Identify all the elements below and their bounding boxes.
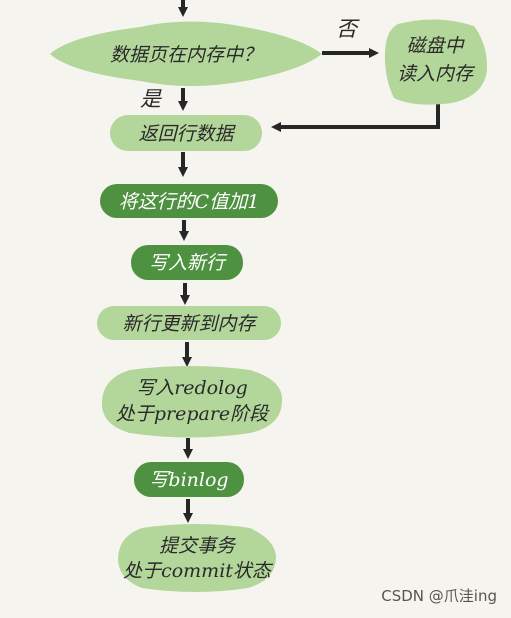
disk-read-label-line2: 读入内存 (397, 63, 476, 85)
disk-read-shape (384, 19, 488, 105)
write-binlog-label: 写binlog (149, 469, 228, 491)
watermark-text: CSDN @爪洼ing (381, 587, 497, 605)
commit-node: 提交事务 处于commit状态 (118, 524, 276, 592)
update-memory-label: 新行更新到内存 (122, 313, 258, 335)
write-binlog-shape (134, 462, 244, 497)
write-new-row-label: 写入新行 (149, 252, 228, 274)
decision-diamond-shape (50, 21, 322, 86)
connectors (178, 0, 440, 523)
write-redolog-label-line1: 写入redolog (136, 377, 248, 399)
edge-label-no: 否 (336, 17, 360, 41)
return-row-label: 返回行数据 (138, 123, 236, 145)
write-redolog-node: 写入redolog 处于prepare阶段 (101, 366, 283, 438)
disk-read-label-line1: 磁盘中 (406, 35, 465, 57)
return-row-shape (110, 115, 262, 151)
write-redolog-label-line2: 处于prepare阶段 (116, 403, 270, 425)
add-one-label: 将这行的C值加1 (119, 191, 260, 213)
write-new-row-node: 写入新行 (131, 245, 243, 280)
commit-label-line2: 处于commit状态 (123, 560, 274, 582)
write-binlog-node: 写binlog (134, 462, 244, 497)
update-memory-shape (97, 306, 281, 340)
write-redolog-shape (101, 366, 283, 438)
update-memory-node: 新行更新到内存 (97, 306, 281, 340)
decision-node: 数据页在内存中？ (50, 21, 322, 86)
add-one-shape (100, 184, 278, 218)
decision-label: 数据页在内存中？ (110, 44, 262, 66)
add-one-node: 将这行的C值加1 (100, 184, 278, 218)
return-row-node: 返回行数据 (110, 115, 262, 151)
disk-read-node: 磁盘中 读入内存 (384, 19, 488, 105)
edge-label-yes: 是 (140, 87, 162, 111)
write-new-row-shape (131, 245, 243, 280)
arrow-disk-to-return-row (271, 104, 440, 132)
commit-shape (118, 524, 276, 592)
commit-label-line1: 提交事务 (159, 535, 237, 557)
